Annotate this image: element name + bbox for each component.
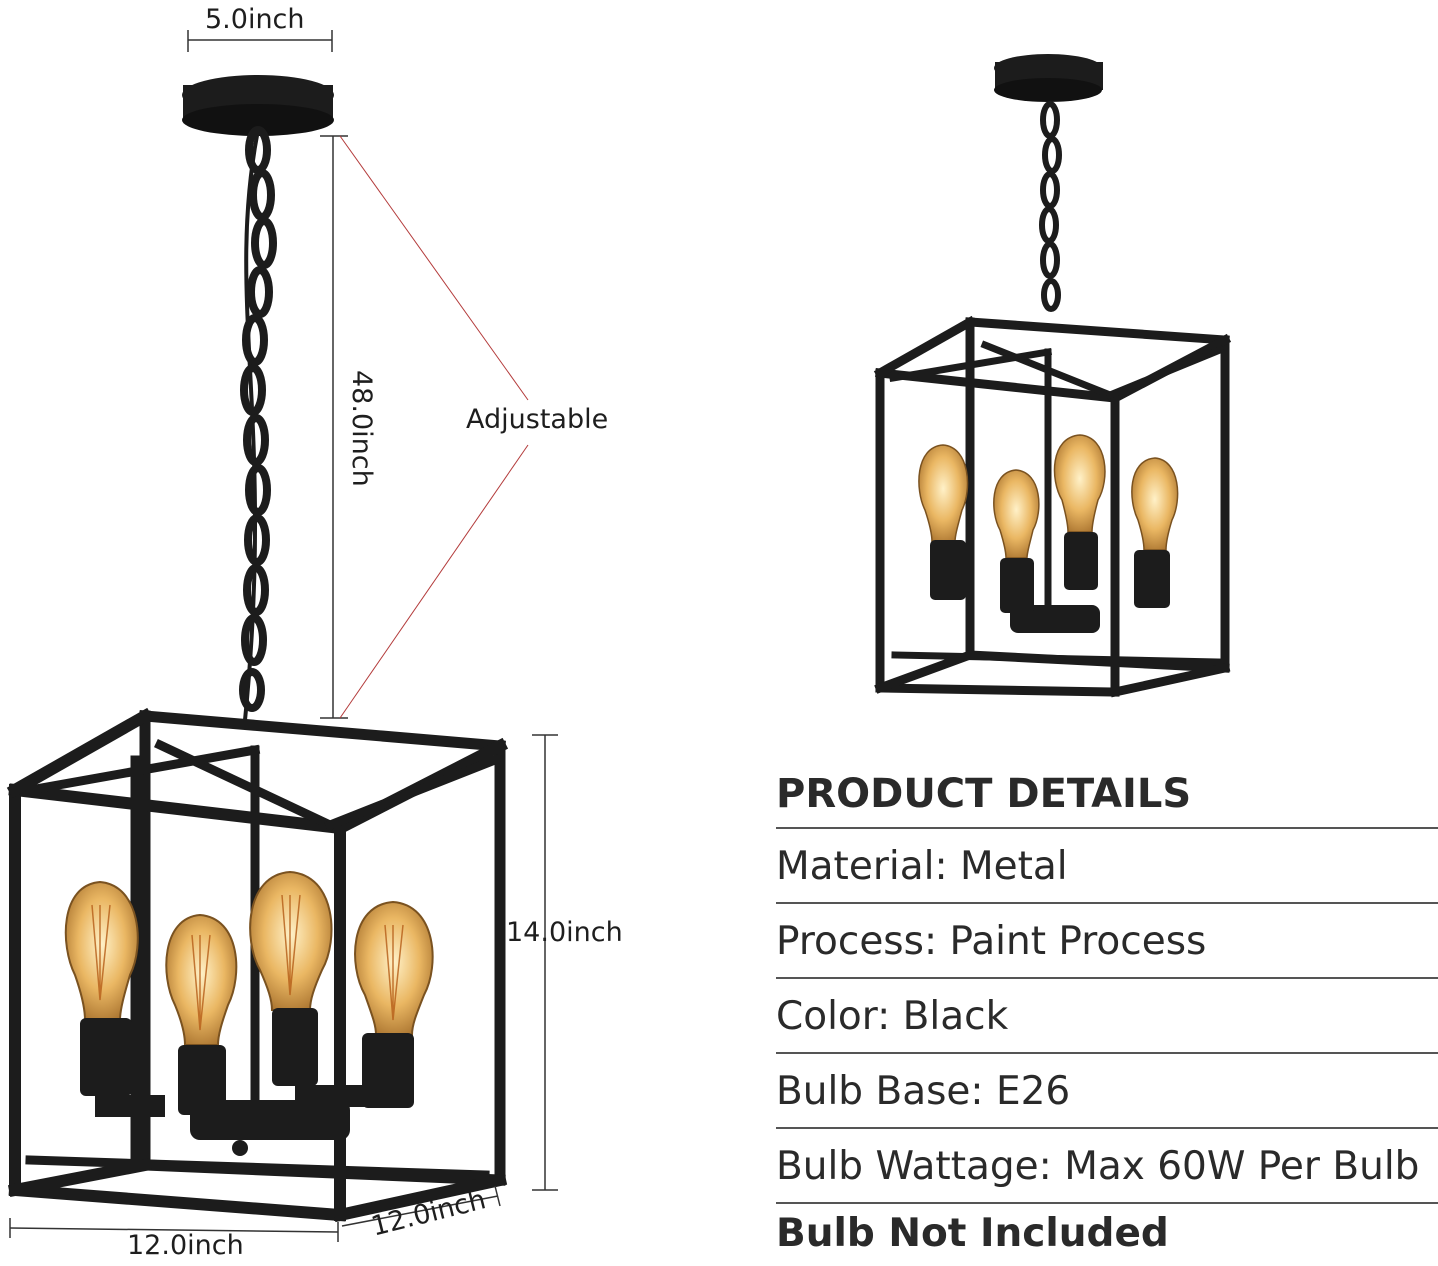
- chain-length-label: 48.0inch: [346, 370, 377, 487]
- small-pendant: [873, 54, 1232, 698]
- large-pendant: [6, 75, 509, 1223]
- canopy-width-label: 5.0inch: [205, 4, 305, 35]
- detail-process: Process: Paint Process: [776, 904, 1438, 979]
- dimension-lines: [9, 30, 558, 1242]
- bulb: [165, 913, 238, 1115]
- cage-height-label: 14.0inch: [506, 917, 623, 948]
- chain: [239, 126, 277, 712]
- bulb: [249, 870, 333, 1086]
- detail-bulb-wattage: Bulb Wattage: Max 60W Per Bulb: [776, 1129, 1438, 1204]
- bulb-not-included: Bulb Not Included: [776, 1211, 1169, 1256]
- detail-bulb-base: Bulb Base: E26: [776, 1054, 1438, 1129]
- adjustable-indicator: [339, 135, 529, 719]
- bulb: [64, 880, 139, 1096]
- details-heading: PRODUCT DETAILS: [776, 765, 1438, 829]
- product-details: PRODUCT DETAILS Material: Metal Process:…: [776, 765, 1438, 1266]
- adjustable-label: Adjustable: [466, 404, 609, 435]
- bulb: [354, 900, 434, 1108]
- detail-color: Color: Black: [776, 979, 1438, 1054]
- detail-material: Material: Metal: [776, 829, 1438, 904]
- cage-width-label: 12.0inch: [127, 1230, 244, 1261]
